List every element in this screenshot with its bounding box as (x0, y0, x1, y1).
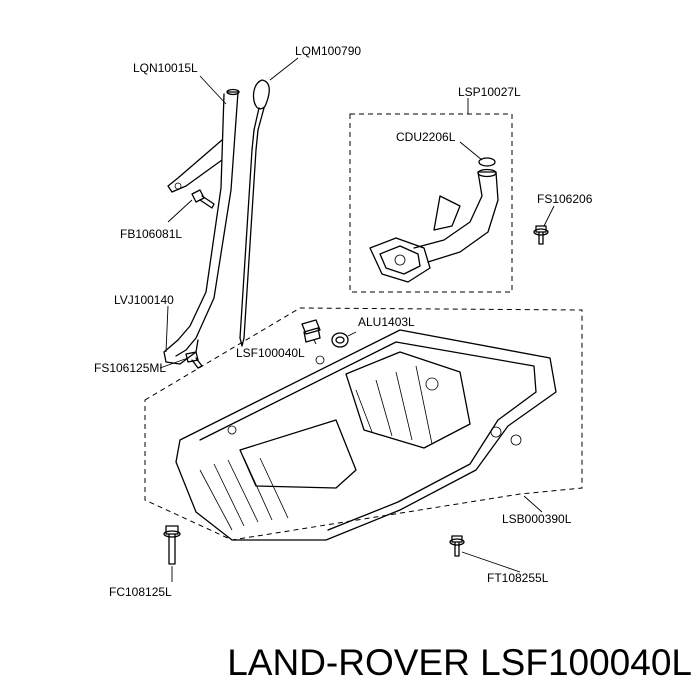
dipstick (239, 79, 270, 347)
label-lsf100040l: LSF100040L (236, 346, 305, 360)
label-fc108125l: FC108125L (109, 585, 172, 599)
label-lvj100140: LVJ100140 (114, 293, 174, 307)
label-lsp10027l: LSP10027L (458, 85, 521, 99)
brand-caption: LAND-ROVER LSF100040L (227, 642, 692, 683)
leader-lines (159, 57, 555, 582)
oil-sump (144, 307, 583, 541)
label-cdu2206l: CDU2206L (396, 130, 456, 144)
oil-pickup-assembly (349, 113, 513, 293)
label-fs106125ml: FS106125ML (94, 361, 166, 375)
label-lsb000390l: LSB000390L (502, 512, 572, 526)
label-lqn10015l: LQN10015L (133, 61, 198, 75)
label-alu1403l: ALU1403L (358, 315, 415, 329)
drain-plug (301, 319, 321, 343)
bolt-fb106081l (191, 189, 215, 209)
label-lqm100790: LQM100790 (295, 44, 361, 58)
bolt-ft108255l (449, 535, 465, 557)
bolt-fs106206 (533, 225, 549, 245)
label-fs106206: FS106206 (537, 192, 593, 206)
bolt-fs106125ml (185, 351, 203, 369)
label-ft108255l: FT108255L (487, 571, 549, 585)
label-fb106081l: FB106081L (120, 227, 182, 241)
bolt-fc108125l (163, 525, 181, 565)
sealing-washer (331, 332, 349, 348)
